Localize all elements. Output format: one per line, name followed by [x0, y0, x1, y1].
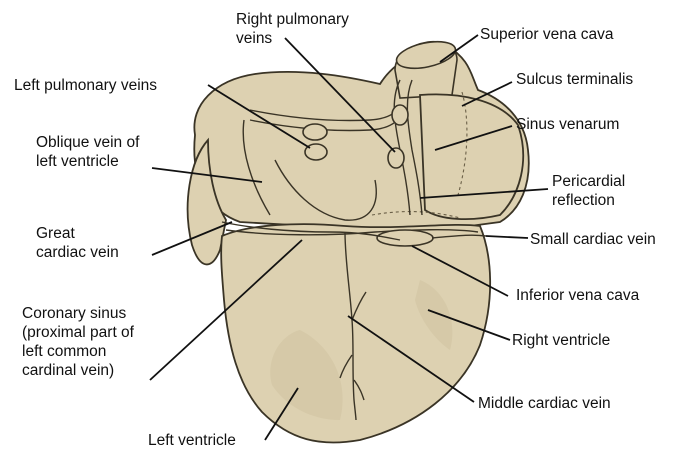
label-left-pulmonary-veins: Left pulmonary veins — [14, 76, 157, 95]
label-left-ventricle: Left ventricle — [148, 431, 236, 450]
left-pulmonary-vein-upper — [303, 124, 327, 140]
label-superior-vena-cava: Superior vena cava — [480, 25, 614, 44]
label-sinus-venarum: Sinus venarum — [516, 115, 619, 134]
label-middle-cardiac-vein: Middle cardiac vein — [478, 394, 611, 413]
right-pulmonary-vein-lower — [388, 148, 404, 168]
label-sulcus-terminalis: Sulcus terminalis — [516, 70, 633, 89]
right-pulmonary-vein-upper — [392, 105, 408, 125]
label-great-cardiac-vein: Great cardiac vein — [36, 224, 119, 262]
label-right-pulmonary-veins: Right pulmonary veins — [236, 10, 349, 48]
label-oblique-vein: Oblique vein of left ventricle — [36, 133, 139, 171]
label-right-ventricle: Right ventricle — [512, 331, 610, 350]
sinus-venarum — [420, 94, 523, 219]
label-pericardial-reflection: Pericardial reflection — [552, 172, 625, 210]
leader-small-cardiac-vein — [486, 236, 528, 238]
label-coronary-sinus: Coronary sinus (proximal part of left co… — [22, 304, 134, 380]
label-small-cardiac-vein: Small cardiac vein — [530, 230, 656, 249]
inferior-vena-cava — [377, 230, 433, 246]
label-inferior-vena-cava: Inferior vena cava — [516, 286, 639, 305]
